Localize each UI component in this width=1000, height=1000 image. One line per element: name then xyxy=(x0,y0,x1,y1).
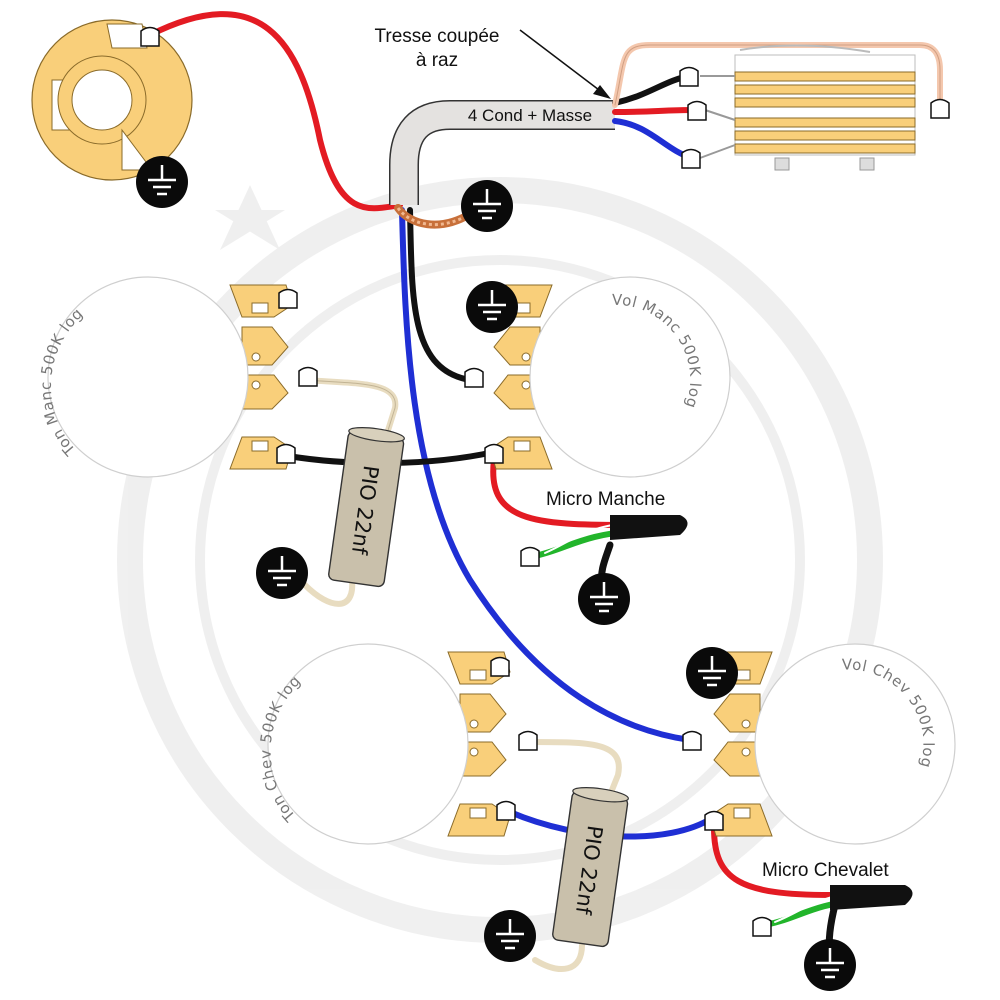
capacitor-chevalet: PIO 22nf xyxy=(552,787,629,948)
switch-terminal xyxy=(681,148,701,169)
capacitor-manche: PIO 22nf xyxy=(328,427,405,588)
cap-lead-manche-bottom xyxy=(302,577,356,607)
pot-terminal xyxy=(298,366,318,387)
pot-terminal xyxy=(278,288,298,309)
braid-label-line1: Tresse coupée xyxy=(375,26,500,47)
ground-icon xyxy=(684,645,740,701)
ground-icon xyxy=(464,279,520,335)
pickup-terminal xyxy=(752,916,772,937)
pot-terminal xyxy=(496,800,516,821)
ground-icon xyxy=(254,545,310,601)
braid-arrow xyxy=(519,29,611,99)
cap-lead-manche-top-outline xyxy=(307,379,396,441)
braid-label-line2: à raz xyxy=(416,50,458,71)
pickup-terminal xyxy=(520,546,540,567)
ground-icon xyxy=(802,937,858,993)
ground-icon xyxy=(576,571,632,627)
cable-label: 4 Cond + Masse xyxy=(468,106,592,125)
pot-terminal xyxy=(276,443,296,464)
pickup-chevalet-leads xyxy=(762,885,913,956)
micro-manche-label: Micro Manche xyxy=(546,489,665,510)
pot-vol-manc: Vol Manc 500K log xyxy=(489,276,731,478)
wire-blue-main xyxy=(399,207,693,743)
output-jack xyxy=(31,19,193,181)
pot-terminal xyxy=(518,730,538,751)
ground-icon xyxy=(459,178,515,234)
micro-chevalet-label: Micro Chevalet xyxy=(762,860,889,881)
wire-black-vol-manc xyxy=(407,207,473,383)
selector-switch xyxy=(612,42,943,171)
cap-lead-chev-top xyxy=(527,739,622,793)
wire-red-micro-manche xyxy=(490,457,643,528)
wire-jack-hot xyxy=(147,11,403,212)
pot-vol-chev: Vol Chev 500K log xyxy=(709,643,956,845)
pot-terminal xyxy=(682,730,702,751)
pickup-manche-leads xyxy=(532,515,688,589)
switch-terminal xyxy=(687,100,707,121)
pot-terminal xyxy=(484,443,504,464)
pot-terminal xyxy=(490,656,510,677)
ground-icon xyxy=(134,154,190,210)
wire-red-micro-chevalet xyxy=(711,825,833,898)
shielded-cable xyxy=(389,100,615,229)
pot-terminal xyxy=(464,367,484,388)
cap-lead-chev-bottom xyxy=(532,942,585,972)
switch-terminal xyxy=(679,66,699,87)
pot-ton-manc: Ton Manc 500K log xyxy=(37,276,293,478)
pot-ton-chev: Ton Chev 500K log xyxy=(257,643,511,845)
jack-tip-terminal xyxy=(140,26,160,47)
ground-icon xyxy=(482,908,538,964)
switch-terminal xyxy=(930,98,950,119)
pot-terminal xyxy=(704,810,724,831)
